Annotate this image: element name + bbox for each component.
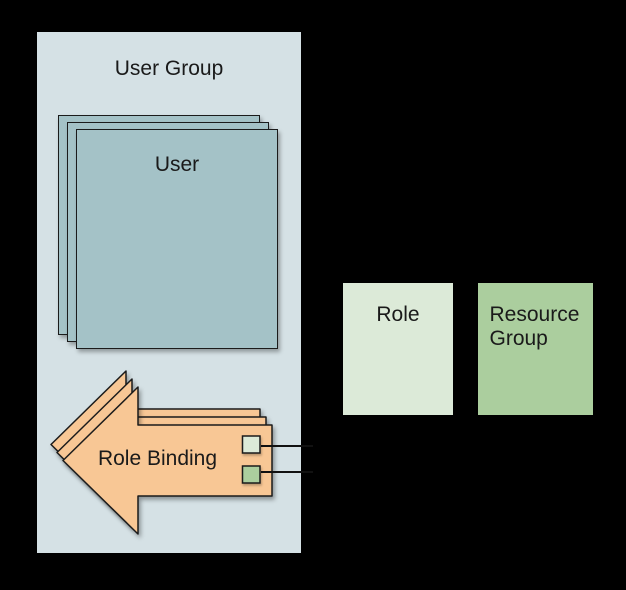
role-label: Role — [376, 303, 420, 326]
resource-group-box: Resource Group — [478, 283, 593, 415]
user-label: User — [154, 153, 200, 176]
role-binding-arrow — [62, 386, 273, 535]
user-shape: User — [76, 129, 278, 349]
user-group-label: User Group — [114, 57, 224, 80]
role-box: Role — [343, 283, 453, 415]
role-binding-label: Role Binding — [97, 447, 218, 470]
resource-group-label: Resource Group — [489, 303, 580, 350]
resource-group-port — [241, 465, 261, 484]
role-port — [241, 435, 261, 454]
